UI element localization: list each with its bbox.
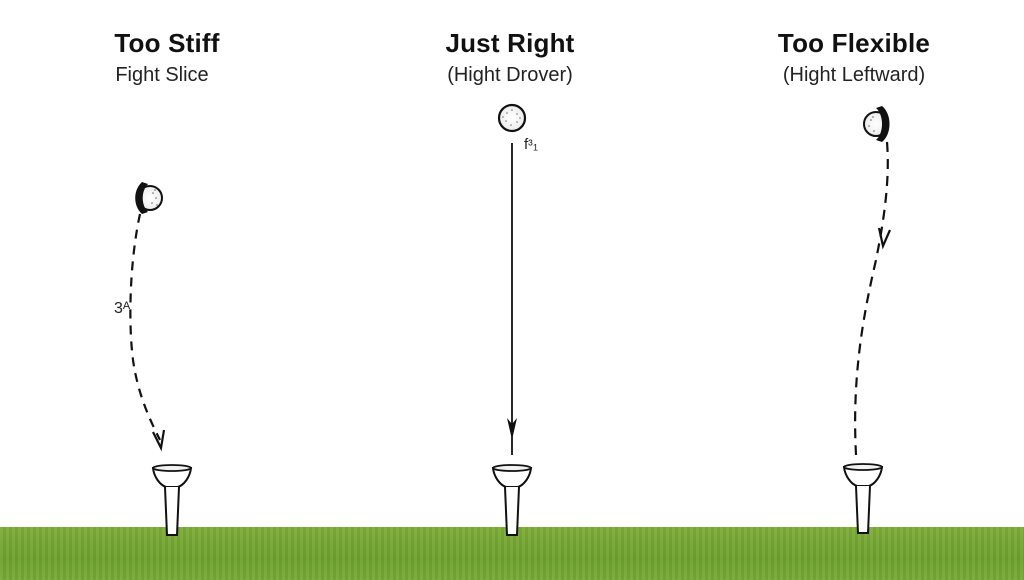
dashed-path-too-stiff bbox=[129, 213, 161, 441]
panel-subtitle-too-flexible: (Hight Leftward) bbox=[782, 64, 926, 86]
panel-title-just-right: Just Right bbox=[445, 28, 575, 58]
dashed-path-too-flexible bbox=[854, 141, 889, 456]
panel-subtitle-too-stiff: Fight Slice bbox=[115, 64, 209, 86]
panel-subtitle-just-right: (Hight Drover) bbox=[447, 64, 573, 86]
panel-title-too-stiff: Too Stiff bbox=[114, 28, 220, 58]
golf-tee-icon-too-flexible bbox=[842, 463, 884, 534]
arrow-head-just-right bbox=[507, 418, 517, 440]
arrow-head-too-stiff bbox=[152, 429, 166, 452]
annotation-too-stiff: 3ᴬ bbox=[114, 300, 131, 317]
golf-ball-icon-too-stiff bbox=[128, 180, 163, 216]
golf-ball-icon-just-right bbox=[497, 103, 527, 133]
golf-ball-icon-too-flexible bbox=[863, 106, 890, 142]
golf-tee-icon-just-right bbox=[491, 464, 533, 536]
panel-title-too-flexible: Too Flexible bbox=[777, 28, 931, 58]
golf-tee-icon-too-stiff bbox=[151, 464, 193, 536]
annotation-just-right: fᶟ₁ bbox=[524, 136, 539, 153]
arrow-head-too-flexible bbox=[877, 227, 892, 250]
